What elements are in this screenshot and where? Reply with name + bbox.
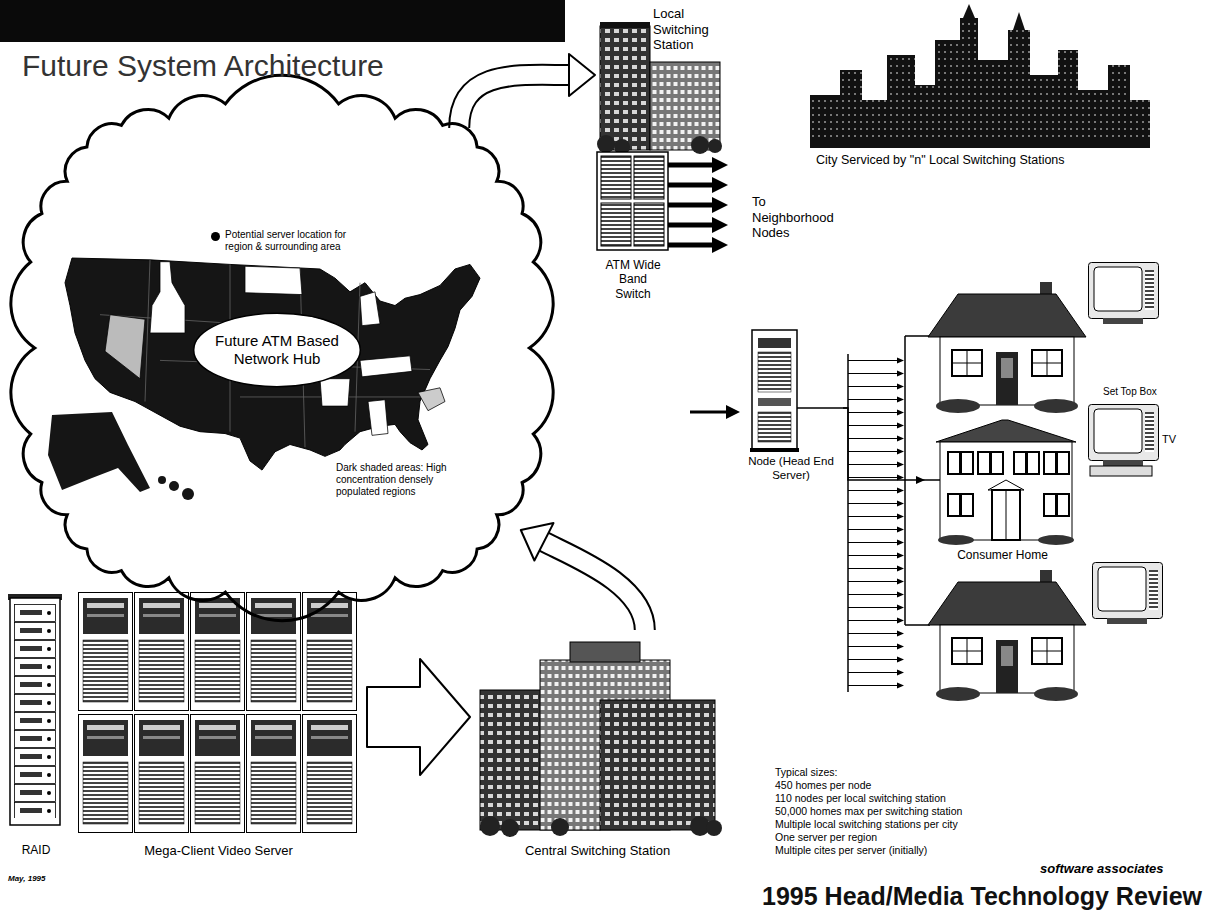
node-label: Local Switching Station bbox=[653, 6, 725, 53]
hollow-curved-arrow bbox=[521, 523, 645, 630]
note-line: One server per region bbox=[775, 831, 1055, 844]
network-cloud: Dark shaded areas: High concentration de… bbox=[0, 88, 560, 608]
feed-line bbox=[843, 408, 925, 484]
legend-text: Potential server location for region & s… bbox=[225, 229, 355, 253]
note-line: Multiple local switching stations per ci… bbox=[775, 818, 1055, 831]
central-switching-station: Central Switching Station bbox=[470, 630, 727, 865]
node-label: City Serviced by "n" Local Switching Sta… bbox=[816, 153, 1151, 168]
hollow-curved-arrow bbox=[459, 54, 595, 128]
company-name: software associates bbox=[1040, 861, 1210, 877]
note-line: 50,000 homes max per switching station bbox=[775, 805, 1055, 818]
footer-caption: 1995 Head/Media Technology Review bbox=[762, 881, 1202, 911]
consumer-home: Consumer Home bbox=[925, 418, 1085, 568]
device-label: TV bbox=[1162, 433, 1192, 446]
node-label: Mega-Client Video Server bbox=[72, 843, 365, 859]
node-label: Dark shaded areas: High concentration de… bbox=[336, 462, 466, 498]
node-label: ATM Wide Band Switch bbox=[601, 258, 665, 301]
video-server: Mega-Client Video Server bbox=[72, 585, 367, 865]
node-label: Central Switching Station bbox=[470, 843, 725, 859]
node-label: Future ATM Based Network Hub bbox=[202, 332, 352, 368]
raid-array: RAID bbox=[6, 595, 68, 865]
legend-dot bbox=[211, 232, 220, 241]
diagram-title: Future System Architecture bbox=[22, 48, 562, 84]
head-end-server: Node (Head End Server) bbox=[741, 325, 843, 505]
block-arrow bbox=[367, 659, 470, 775]
node-label: Consumer Home bbox=[925, 548, 1080, 562]
callout-text: To Neighborhood Nodes bbox=[752, 194, 848, 241]
device-label: Set Top Box bbox=[1103, 386, 1183, 398]
city-skyline: City Serviced by "n" Local Switching Sta… bbox=[806, 8, 1156, 173]
note-line: 110 nodes per local switching station bbox=[775, 792, 1055, 805]
switching-station: Local Switching Station bbox=[595, 4, 727, 154]
node-label: Node (Head End Server) bbox=[741, 455, 841, 483]
note-line: 450 homes per node bbox=[775, 779, 1055, 792]
note-line: Multiple cites per server (initially) bbox=[775, 844, 1055, 857]
atm-switch: ATM Wide Band Switch bbox=[594, 150, 672, 305]
network-hub: Future ATM Based Network Hub bbox=[192, 311, 362, 389]
date-stamp: May, 1995 bbox=[8, 874, 98, 884]
note-heading: Typical sizes: bbox=[775, 766, 1055, 779]
node-label: RAID bbox=[6, 843, 66, 857]
